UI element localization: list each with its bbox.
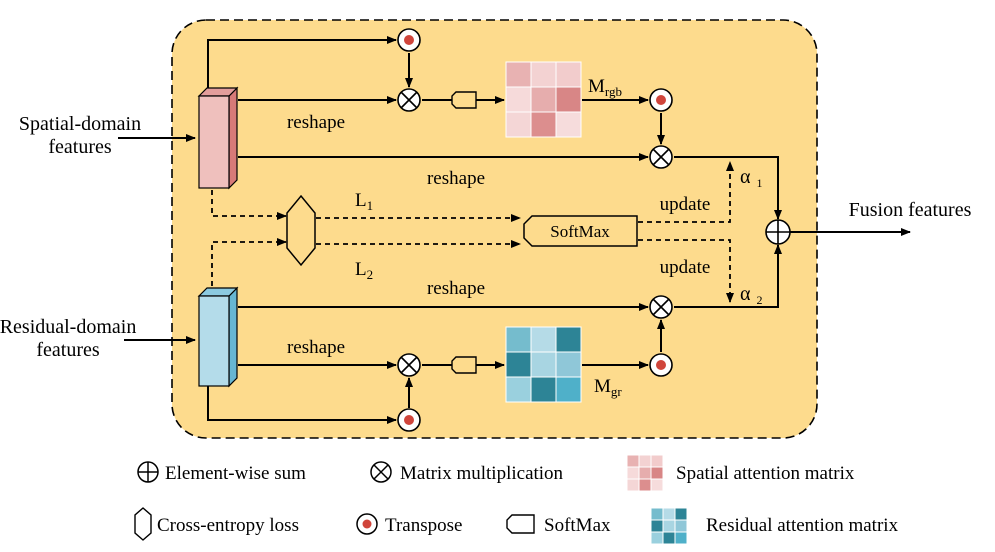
matrix-cell <box>662 531 676 545</box>
l1-dashed-path <box>211 190 287 220</box>
matrix-cell <box>505 86 532 113</box>
softmax-box: SoftMax <box>523 215 638 247</box>
matrix-cell <box>674 507 688 521</box>
matrix-cell <box>650 531 664 545</box>
legend-residual-matrix-label: Residual attention matrix <box>706 515 899 536</box>
matrix-cell <box>555 326 582 353</box>
matrix-cell <box>638 454 652 468</box>
m-rgb-label: Mrgb <box>588 76 622 99</box>
matrix-cell <box>626 466 640 480</box>
matrix-cell <box>638 478 652 492</box>
matrix-cell <box>626 454 640 468</box>
matrix-cell <box>505 111 532 138</box>
reshape-label-3: reshape <box>287 337 345 358</box>
transpose-icon <box>397 408 421 432</box>
matmul-icon <box>649 145 673 169</box>
matmul-icon <box>397 353 421 377</box>
l2-dashed-path <box>211 238 287 286</box>
matrix-cell <box>505 376 532 403</box>
alpha1-to-sum-path <box>674 156 782 220</box>
residual-input-label-2: features <box>36 339 100 361</box>
matrix-cell <box>530 351 557 378</box>
legend-hexagon-icon <box>134 507 152 541</box>
matrix-cell <box>674 519 688 533</box>
matrix-cell <box>650 478 664 492</box>
spatial-transpose-path <box>207 36 397 88</box>
update-label-1: update <box>660 194 711 215</box>
transpose-icon <box>649 353 673 377</box>
matrix-cell <box>674 531 688 545</box>
matrix-cell <box>505 351 532 378</box>
legend-residual-matrix-icon <box>650 507 688 545</box>
matmul-icon <box>649 295 673 319</box>
m-gr-label: Mgr <box>594 376 622 399</box>
softmax-small-icon <box>451 356 477 374</box>
matrix-cell <box>530 326 557 353</box>
spatial-input-label-2: features <box>48 136 112 158</box>
legend-softmax-label: SoftMax <box>544 515 611 536</box>
residual-input-label: Residual-domain <box>0 316 136 338</box>
reshape-label-1: reshape <box>287 112 345 133</box>
legend-matmul-label: Matrix multiplication <box>400 463 564 484</box>
l2-label: L2 <box>355 259 373 282</box>
matrix-cell <box>555 111 582 138</box>
matrix-cell <box>505 326 532 353</box>
fusion-output-label: Fusion features <box>849 199 972 221</box>
spatial-attention-matrix <box>505 61 582 138</box>
legend-transpose-icon <box>356 513 378 535</box>
residual-feature-block <box>197 286 239 388</box>
matrix-cell <box>555 86 582 113</box>
reshape-label-2: reshape <box>427 168 485 189</box>
legend-matmul-icon <box>370 461 392 483</box>
matrix-cell <box>530 61 557 88</box>
legend: Element-wise sum Matrix multiplication S… <box>134 454 899 545</box>
legend-spatial-matrix-label: Spatial attention matrix <box>676 463 855 484</box>
legend-sum-label: Element-wise sum <box>165 463 306 484</box>
softmax-small-icon <box>451 91 477 109</box>
update-label-2: update <box>660 257 711 278</box>
residual-attention-matrix <box>505 326 582 403</box>
matrix-cell <box>650 519 664 533</box>
legend-ce-label: Cross-entropy loss <box>157 515 299 536</box>
element-wise-sum-icon <box>765 219 791 245</box>
softmax-label: SoftMax <box>550 222 610 241</box>
update-alpha2-path <box>638 239 734 303</box>
matmul-icon <box>397 88 421 112</box>
matrix-cell <box>662 519 676 533</box>
matrix-cell <box>650 466 664 480</box>
reshape-label-4: reshape <box>427 278 485 299</box>
matrix-cell <box>555 61 582 88</box>
matrix-cell <box>638 466 652 480</box>
spatial-feature-block <box>197 86 239 190</box>
matrix-cell <box>662 507 676 521</box>
matrix-cell <box>650 454 664 468</box>
alpha2-to-sum-path <box>674 244 782 308</box>
legend-softmax-icon <box>506 514 535 534</box>
matrix-cell <box>555 351 582 378</box>
module-panel <box>171 19 818 439</box>
matrix-cell <box>626 478 640 492</box>
matrix-cell <box>650 507 664 521</box>
residual-transpose-path <box>207 386 397 424</box>
cross-entropy-hexagon <box>286 194 316 267</box>
legend-spatial-matrix-icon <box>626 454 664 492</box>
legend-transpose-label: Transpose <box>385 515 462 536</box>
transpose-icon <box>649 88 673 112</box>
matrix-cell <box>530 111 557 138</box>
update-alpha1-path <box>638 161 734 223</box>
matrix-cell <box>555 376 582 403</box>
matrix-cell <box>505 61 532 88</box>
spatial-input-label: Spatial-domain <box>19 113 141 135</box>
matrix-cell <box>530 86 557 113</box>
transpose-icon <box>397 28 421 52</box>
l1-label: L1 <box>355 190 373 213</box>
matrix-cell <box>530 376 557 403</box>
legend-sum-icon <box>137 461 159 483</box>
